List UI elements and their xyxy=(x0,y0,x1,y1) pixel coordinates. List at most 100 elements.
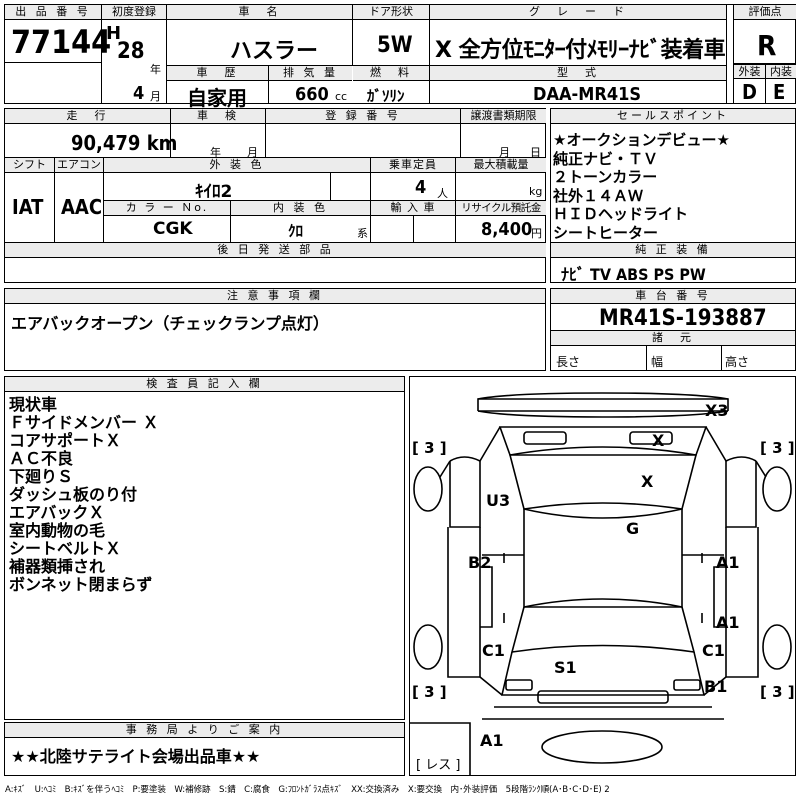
mark-a1-bottom: A1 xyxy=(480,731,504,750)
tire-rear-left: [ 3 ] xyxy=(412,683,447,701)
score-label: 評価点 xyxy=(734,5,796,20)
office-label: 事 務 局 よ り ご 案 内 xyxy=(5,723,404,738)
spare-tire: [ レス ] xyxy=(416,758,461,773)
tire-front-left: [ 3 ] xyxy=(412,439,447,457)
registration-label: 登 録 番 号 xyxy=(266,109,460,124)
inspection-year-unit: 年 xyxy=(210,146,221,159)
grade-value: X 全方位ﾓﾆﾀｰ付ﾒﾓﾘｰﾅﾋﾞ装着車 xyxy=(435,38,726,63)
shift-label: シフト xyxy=(5,158,54,173)
car-name-value: ハスラー xyxy=(230,39,319,64)
first-reg-month: 4 xyxy=(133,83,145,104)
mark-x-roof: X xyxy=(641,472,654,491)
vehicle-info-table: 走 行 車 検 登 録 番 号 譲渡書類期限 90,479 km 年 月 月 日… xyxy=(4,108,546,283)
first-reg-year: 28 xyxy=(117,39,145,64)
grade-label: グ レ ー ド xyxy=(430,5,726,20)
chassis-value: MR41S-193887 xyxy=(599,306,767,331)
transfer-month-unit: 月 xyxy=(499,146,510,159)
fuel-label: 燃 料 xyxy=(353,66,429,81)
list-item: ２トーンカラー xyxy=(553,168,658,186)
equipment-value: ﾅﾋﾞ TV ABS PS PW xyxy=(561,265,706,284)
header-table: 出 品 番 号 初度登録 車 名 ドア形状 グ レ ー ド 評価点 77144 … xyxy=(4,4,796,110)
int-color-suffix: 系 xyxy=(357,227,368,240)
ext-color-label: 外 装 色 xyxy=(104,158,370,173)
model-value: DAA-MR41S xyxy=(533,84,642,105)
displacement-label: 排 気 量 xyxy=(269,66,352,81)
list-item: Ｆサイドメンバー Ｘ xyxy=(9,413,159,432)
later-parts-label: 後 日 発 送 部 品 xyxy=(5,243,546,258)
import-label: 輸 入 車 xyxy=(371,201,455,216)
list-item: ボンネット閉まらず xyxy=(9,575,153,594)
list-item: シートベルトＸ xyxy=(9,539,122,558)
inspection-month-unit: 月 xyxy=(247,146,258,159)
interior-label: 内装 xyxy=(766,64,796,79)
displacement-value: 660 xyxy=(295,84,329,105)
mark-c1-left: C1 xyxy=(482,641,505,660)
office-value: ★★北陸サテライト会場出品車★★ xyxy=(11,747,261,766)
office-panel: 事 務 局 よ り ご 案 内 ★★北陸サテライト会場出品車★★ xyxy=(4,722,405,776)
list-item: 純正ナビ・ＴＶ xyxy=(553,149,659,168)
chassis-label: 車 台 番 号 xyxy=(551,289,795,304)
tire-front-right: [ 3 ] xyxy=(760,439,795,457)
mark-a1-rear-right: A1 xyxy=(716,613,740,632)
color-no-value: CGK xyxy=(153,219,193,239)
sales-points-list: ★オークションデビュー★ 純正ナビ・ＴＶ ２トーンカラー 社外１４ＡＷ ＨＩＤヘ… xyxy=(553,131,730,242)
car-diagram: X3 X X G U3 B2 A1 A1 C1 C1 S1 B1 A1 [ 3 … xyxy=(409,376,796,776)
tire-rear-right: [ 3 ] xyxy=(760,683,795,701)
max-load-label: 最大積載量 xyxy=(456,158,546,173)
lot-label: 出 品 番 号 xyxy=(5,5,101,20)
list-item: ★オークションデビュー★ xyxy=(553,131,730,149)
recycle-label: リサイクル預託金 xyxy=(456,201,546,216)
inspector-label: 検 査 員 記 入 欄 xyxy=(5,377,404,392)
list-item: 室内動物の毛 xyxy=(9,521,106,540)
mark-b1: B1 xyxy=(704,677,728,696)
list-item: 社外１４ＡＷ xyxy=(553,186,644,205)
exterior-label: 外装 xyxy=(734,64,765,79)
interior-value: E xyxy=(773,80,786,104)
mark-u3: U3 xyxy=(486,491,511,510)
fuel-value: ｶﾞｿﾘﾝ xyxy=(367,87,405,105)
mark-s1: S1 xyxy=(554,658,577,677)
list-item: エアバックＸ xyxy=(9,503,105,522)
dims-label: 諸 元 xyxy=(551,331,795,346)
int-color-label: 内 装 色 xyxy=(231,201,370,216)
mark-c1-right: C1 xyxy=(702,641,725,660)
door-label: ドア形状 xyxy=(353,5,429,20)
list-item: 現状車 xyxy=(9,395,58,414)
dims-length: 長さ xyxy=(556,355,581,369)
chassis-panel: 車 台 番 号 MR41S-193887 諸 元 長さ 幅 高さ xyxy=(550,288,796,371)
transfer-day-unit: 日 xyxy=(530,146,541,159)
mark-x3: X3 xyxy=(705,401,729,420)
first-reg-month-unit: 月 xyxy=(150,90,161,103)
first-reg-year-unit: 年 xyxy=(150,63,161,76)
legend: A:ｷｽﾞ U:ﾍｺﾐ B:ｷｽﾞを伴うﾍｺﾐ P:要塗装 W:補修跡 S:錆 … xyxy=(5,785,610,795)
inspector-panel: 検 査 員 記 入 欄 現状車 Ｆサイドメンバー Ｘ コアサポートＸ ＡＣ不良 … xyxy=(4,376,405,720)
recycle-value: 8,400 xyxy=(481,219,533,240)
list-item: コアサポートＸ xyxy=(9,431,122,450)
inspection-label: 車 検 xyxy=(171,109,265,124)
first-reg-label: 初度登録 xyxy=(102,5,166,20)
transfer-label: 譲渡書類期限 xyxy=(461,109,546,124)
list-item: ＨＩＤヘッドライト xyxy=(553,205,689,223)
color-no-label: カ ラ ー Ｎo. xyxy=(104,201,230,216)
history-label: 車 歴 xyxy=(167,66,268,81)
mileage-label: 走 行 xyxy=(5,109,170,124)
displacement-unit: cc xyxy=(335,90,348,103)
car-name-label: 車 名 xyxy=(167,5,352,20)
aircon-value: AAC xyxy=(61,195,103,219)
max-load-unit: kg xyxy=(529,185,543,198)
caution-value: エアバックオープン（チェックランプ点灯） xyxy=(11,314,329,333)
model-label: 型 式 xyxy=(430,66,726,81)
mark-b2: B2 xyxy=(468,553,492,572)
capacity-value: 4 xyxy=(415,177,427,198)
list-item: ダッシュ板のり付 xyxy=(9,485,138,504)
capacity-label: 乗車定員 xyxy=(371,158,455,173)
recycle-unit: 円 xyxy=(531,227,542,240)
history-value: 自家用 xyxy=(187,86,247,110)
dims-height: 高さ xyxy=(725,355,750,369)
sales-points-panel: セールスポイント ★オークションデビュー★ 純正ナビ・ＴＶ ２トーンカラー 社外… xyxy=(550,108,796,284)
equipment-label: 純 正 装 備 xyxy=(551,243,795,258)
shift-value: IAT xyxy=(12,195,44,219)
lot-number: 77144 xyxy=(11,23,112,61)
aircon-label: エアコン xyxy=(55,158,103,173)
car-outline-diagram xyxy=(410,392,792,775)
